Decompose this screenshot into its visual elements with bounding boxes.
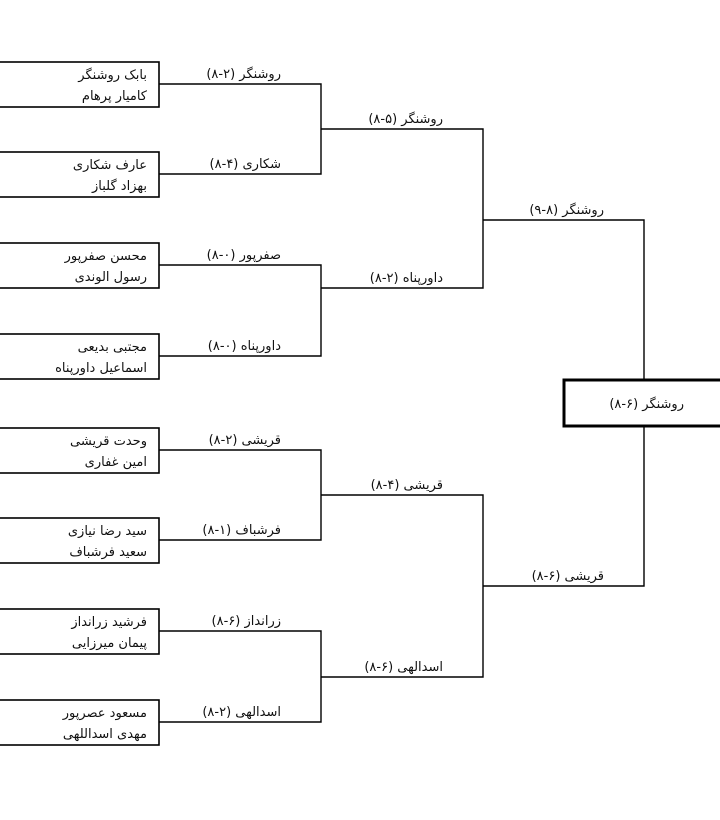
team-1-player-2: کامیار پرهام [82,89,148,104]
round1-labels: روشنگر (۲-۸) شکاری (۴-۸) صفرپور (۰-۸) دا… [202,66,281,720]
r2-result-2: داورپناه (۲-۸) [370,271,443,286]
team-5-player-2: امین غفاری [85,455,147,470]
team-4-player-2: اسماعیل داورپناه [55,361,147,376]
team-6-player-1: سید رضا نیازی [68,524,147,539]
r2-result-3: قریشی (۴-۸) [371,478,443,493]
champion-label: روشنگر (۶-۸) [609,396,684,412]
team-5-player-1: وحدت قریشی [70,434,147,449]
team-box-5 [0,427,160,474]
team-2-player-1: عارف شکاری [73,158,147,173]
team-4-player-1: مجتبی بدیعی [78,340,147,355]
team-box-4 [0,333,160,380]
r1-result-8: اسدالهی (۲-۸) [202,705,281,720]
team-8-player-1: مسعود عصرپور [62,706,147,721]
r1-result-1: روشنگر (۲-۸) [206,66,281,82]
team-names: بابک روشنگر کامیار پرهام عارف شکاری بهزا… [55,67,148,742]
connector-r2-bottom [321,494,484,678]
r1-result-7: زرانداز (۶-۸) [212,614,281,629]
team-7-player-2: پیمان میرزایی [72,636,147,651]
team-1-player-1: بابک روشنگر [77,67,147,83]
r1-result-2: شکاری (۴-۸) [210,157,281,172]
connector-r2-top [321,128,484,289]
team-boxes [0,61,160,746]
team-3-player-1: محسن صفرپور [64,249,147,264]
r3-result-2: قریشی (۶-۸) [532,569,604,584]
r2-result-1: روشنگر (۵-۸) [368,111,443,127]
r1-result-6: فرشباف (۱-۸) [202,523,281,538]
connector-r1-top-2 [159,264,322,357]
team-box-7 [0,608,160,655]
team-6-player-2: سعید فرشباف [69,545,147,560]
team-7-player-1: فرشید زرانداز [70,615,147,630]
round2-labels: روشنگر (۵-۸) داورپناه (۲-۸) قریشی (۴-۸) … [364,111,443,675]
r1-result-4: داورپناه (۰-۸) [208,339,281,354]
team-box-8 [0,699,160,746]
team-8-player-2: مهدی اسداللهی [63,727,147,742]
round3-labels: روشنگر (۸-۹) قریشی (۶-۸) [529,202,604,584]
team-2-player-2: بهزاد گلباز [91,178,147,194]
round2-connectors [321,128,484,678]
r2-result-4: اسدالهی (۶-۸) [364,660,443,675]
r1-result-5: قریشی (۲-۸) [209,433,281,448]
champion-box [562,378,720,428]
team-box-2 [0,151,160,198]
team-3-player-2: رسول الوندی [75,270,147,285]
r3-result-1: روشنگر (۸-۹) [529,202,604,218]
r1-result-3: صفرپور (۰-۸) [207,248,281,263]
